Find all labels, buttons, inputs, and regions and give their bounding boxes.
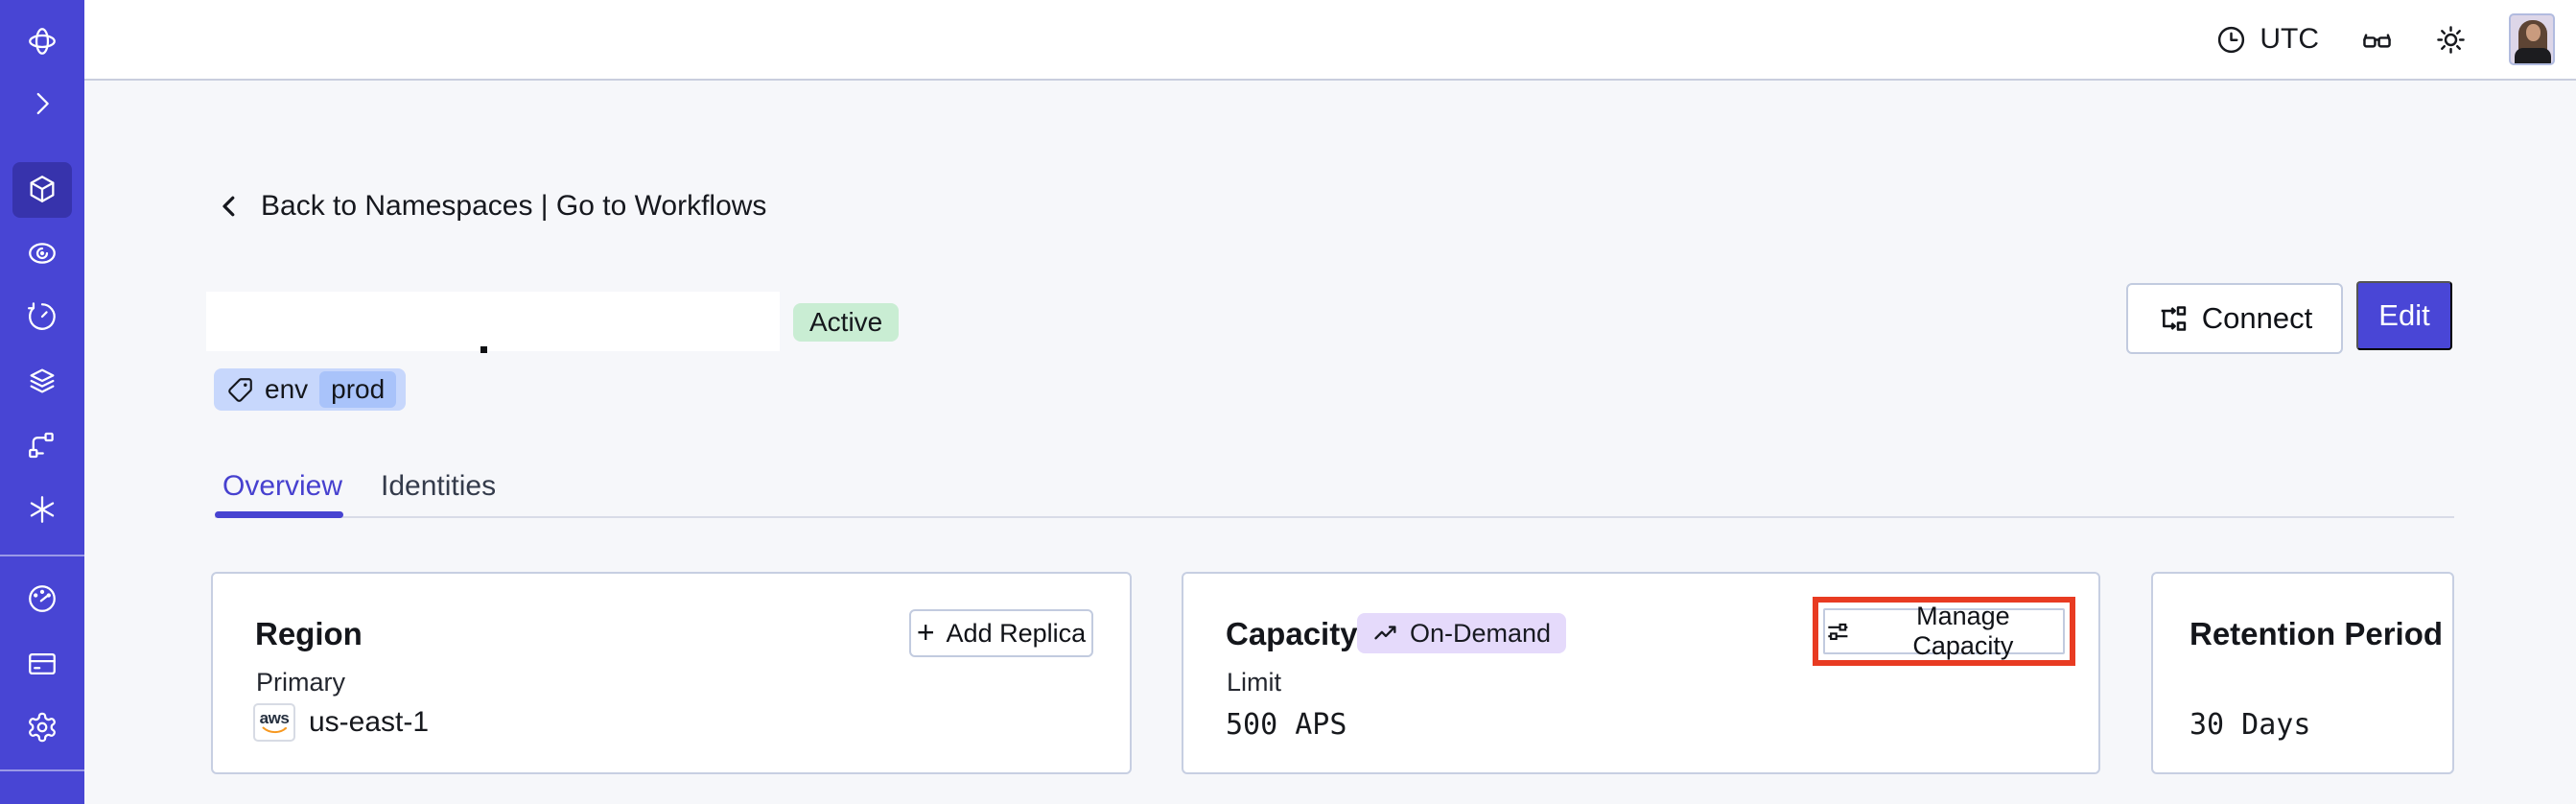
sidebar-item-deployments[interactable] [0,350,84,412]
redacted-text-remnant [480,346,487,353]
temporal-logo-icon[interactable] [0,11,84,72]
tag-key: env [265,374,309,404]
region-card: Region + Add Replica Primary aws us-east… [211,572,1132,774]
primary-label: Primary [256,668,345,697]
nexus-asterisk-icon [30,496,55,523]
edit-button[interactable]: Edit [2356,281,2452,350]
on-demand-badge: On-Demand [1357,613,1567,653]
user-avatar[interactable] [2509,13,2555,65]
clock-icon [2218,26,2245,53]
tag-value-chip: prod [319,371,397,408]
sidebar-item-batch-operations[interactable] [0,414,84,476]
add-replica-button[interactable]: + Add Replica [909,609,1093,657]
retention-card: Retention Period 30 Days [2151,572,2454,774]
sidebar-divider [0,769,84,771]
batch-operations-branch-icon [29,432,54,459]
limit-label: Limit [1227,668,1282,697]
capacity-card-title: Capacity [1226,616,1358,651]
manage-capacity-button[interactable]: Manage Capacity [1823,602,2065,660]
avatar-body [2515,48,2551,63]
labs-glasses-icon[interactable] [2361,24,2393,56]
region-value: us-east-1 [309,706,430,738]
tab-overview[interactable]: Overview [222,470,343,502]
limit-value: 500 APS [1226,708,1347,742]
primary-region-row: aws us-east-1 [253,703,429,742]
sidebar-item-workflows[interactable] [0,223,84,284]
sidebar-item-billing[interactable] [0,633,84,695]
topbar: UTC [84,0,2576,81]
back-chevron-icon [222,196,235,217]
theme-sun-icon[interactable] [2435,24,2467,56]
aws-logo-icon: aws [253,703,295,742]
plus-icon: + [916,614,935,650]
retention-value: 30 Days [2190,708,2311,742]
sidebar [0,0,84,804]
on-demand-label: On-Demand [1410,618,1552,648]
click-target-annotation: Manage Capacity [1813,597,2075,666]
topbar-actions: UTC [2215,0,2555,79]
usage-gauge-icon [29,585,56,612]
deployments-layers-icon [30,368,55,393]
workflows-spiral-icon [29,243,56,264]
sidebar-item-account[interactable] [0,792,84,804]
aws-logo-text: aws [259,708,290,727]
tag-icon [228,377,252,402]
tabs-divider [215,516,2454,518]
sidebar-item-settings[interactable] [0,697,84,758]
breadcrumb-label: Back to Namespaces | Go to Workflows [261,190,767,222]
temporal-logo-icon [29,28,56,55]
sidebar-item-nexus[interactable] [0,479,84,540]
region-card-title: Region [255,616,363,651]
connect-button[interactable]: Connect [2126,283,2343,354]
tab-identities[interactable]: Identities [381,470,497,502]
status-badge: Active [793,303,900,342]
namespaces-cube-icon [30,176,55,202]
sidebar-expand-button[interactable] [0,73,84,134]
sliders-icon [1828,623,1848,640]
billing-card-icon [29,652,56,675]
sidebar-item-usage[interactable] [0,568,84,629]
sidebar-divider [0,555,84,556]
capacity-card: Capacity On-Demand Manage Capacity Limit… [1182,572,2100,774]
timezone-button[interactable]: UTC [2215,23,2319,56]
connect-label: Connect [2201,301,2313,335]
trending-up-icon [1374,626,1396,640]
aws-smile-icon [262,726,287,733]
sidebar-item-namespaces[interactable] [0,158,84,220]
namespace-name-redacted [206,292,780,351]
schedules-timer-icon [27,302,56,330]
sidebar-item-schedules[interactable] [0,286,84,347]
manage-capacity-label: Manage Capacity [1912,602,2014,660]
breadcrumb[interactable]: Back to Namespaces | Go to Workflows [215,190,766,223]
settings-gear-icon [29,712,56,743]
active-tab-underline [215,511,343,518]
connect-flow-icon [2161,306,2186,331]
chevron-right-icon [36,92,49,115]
retention-card-title: Retention Period [2190,616,2444,651]
namespace-tag: env prod [214,368,407,411]
timezone-label: UTC [2260,23,2319,55]
add-replica-label: Add Replica [946,618,1087,648]
avatar-face [2526,24,2541,41]
